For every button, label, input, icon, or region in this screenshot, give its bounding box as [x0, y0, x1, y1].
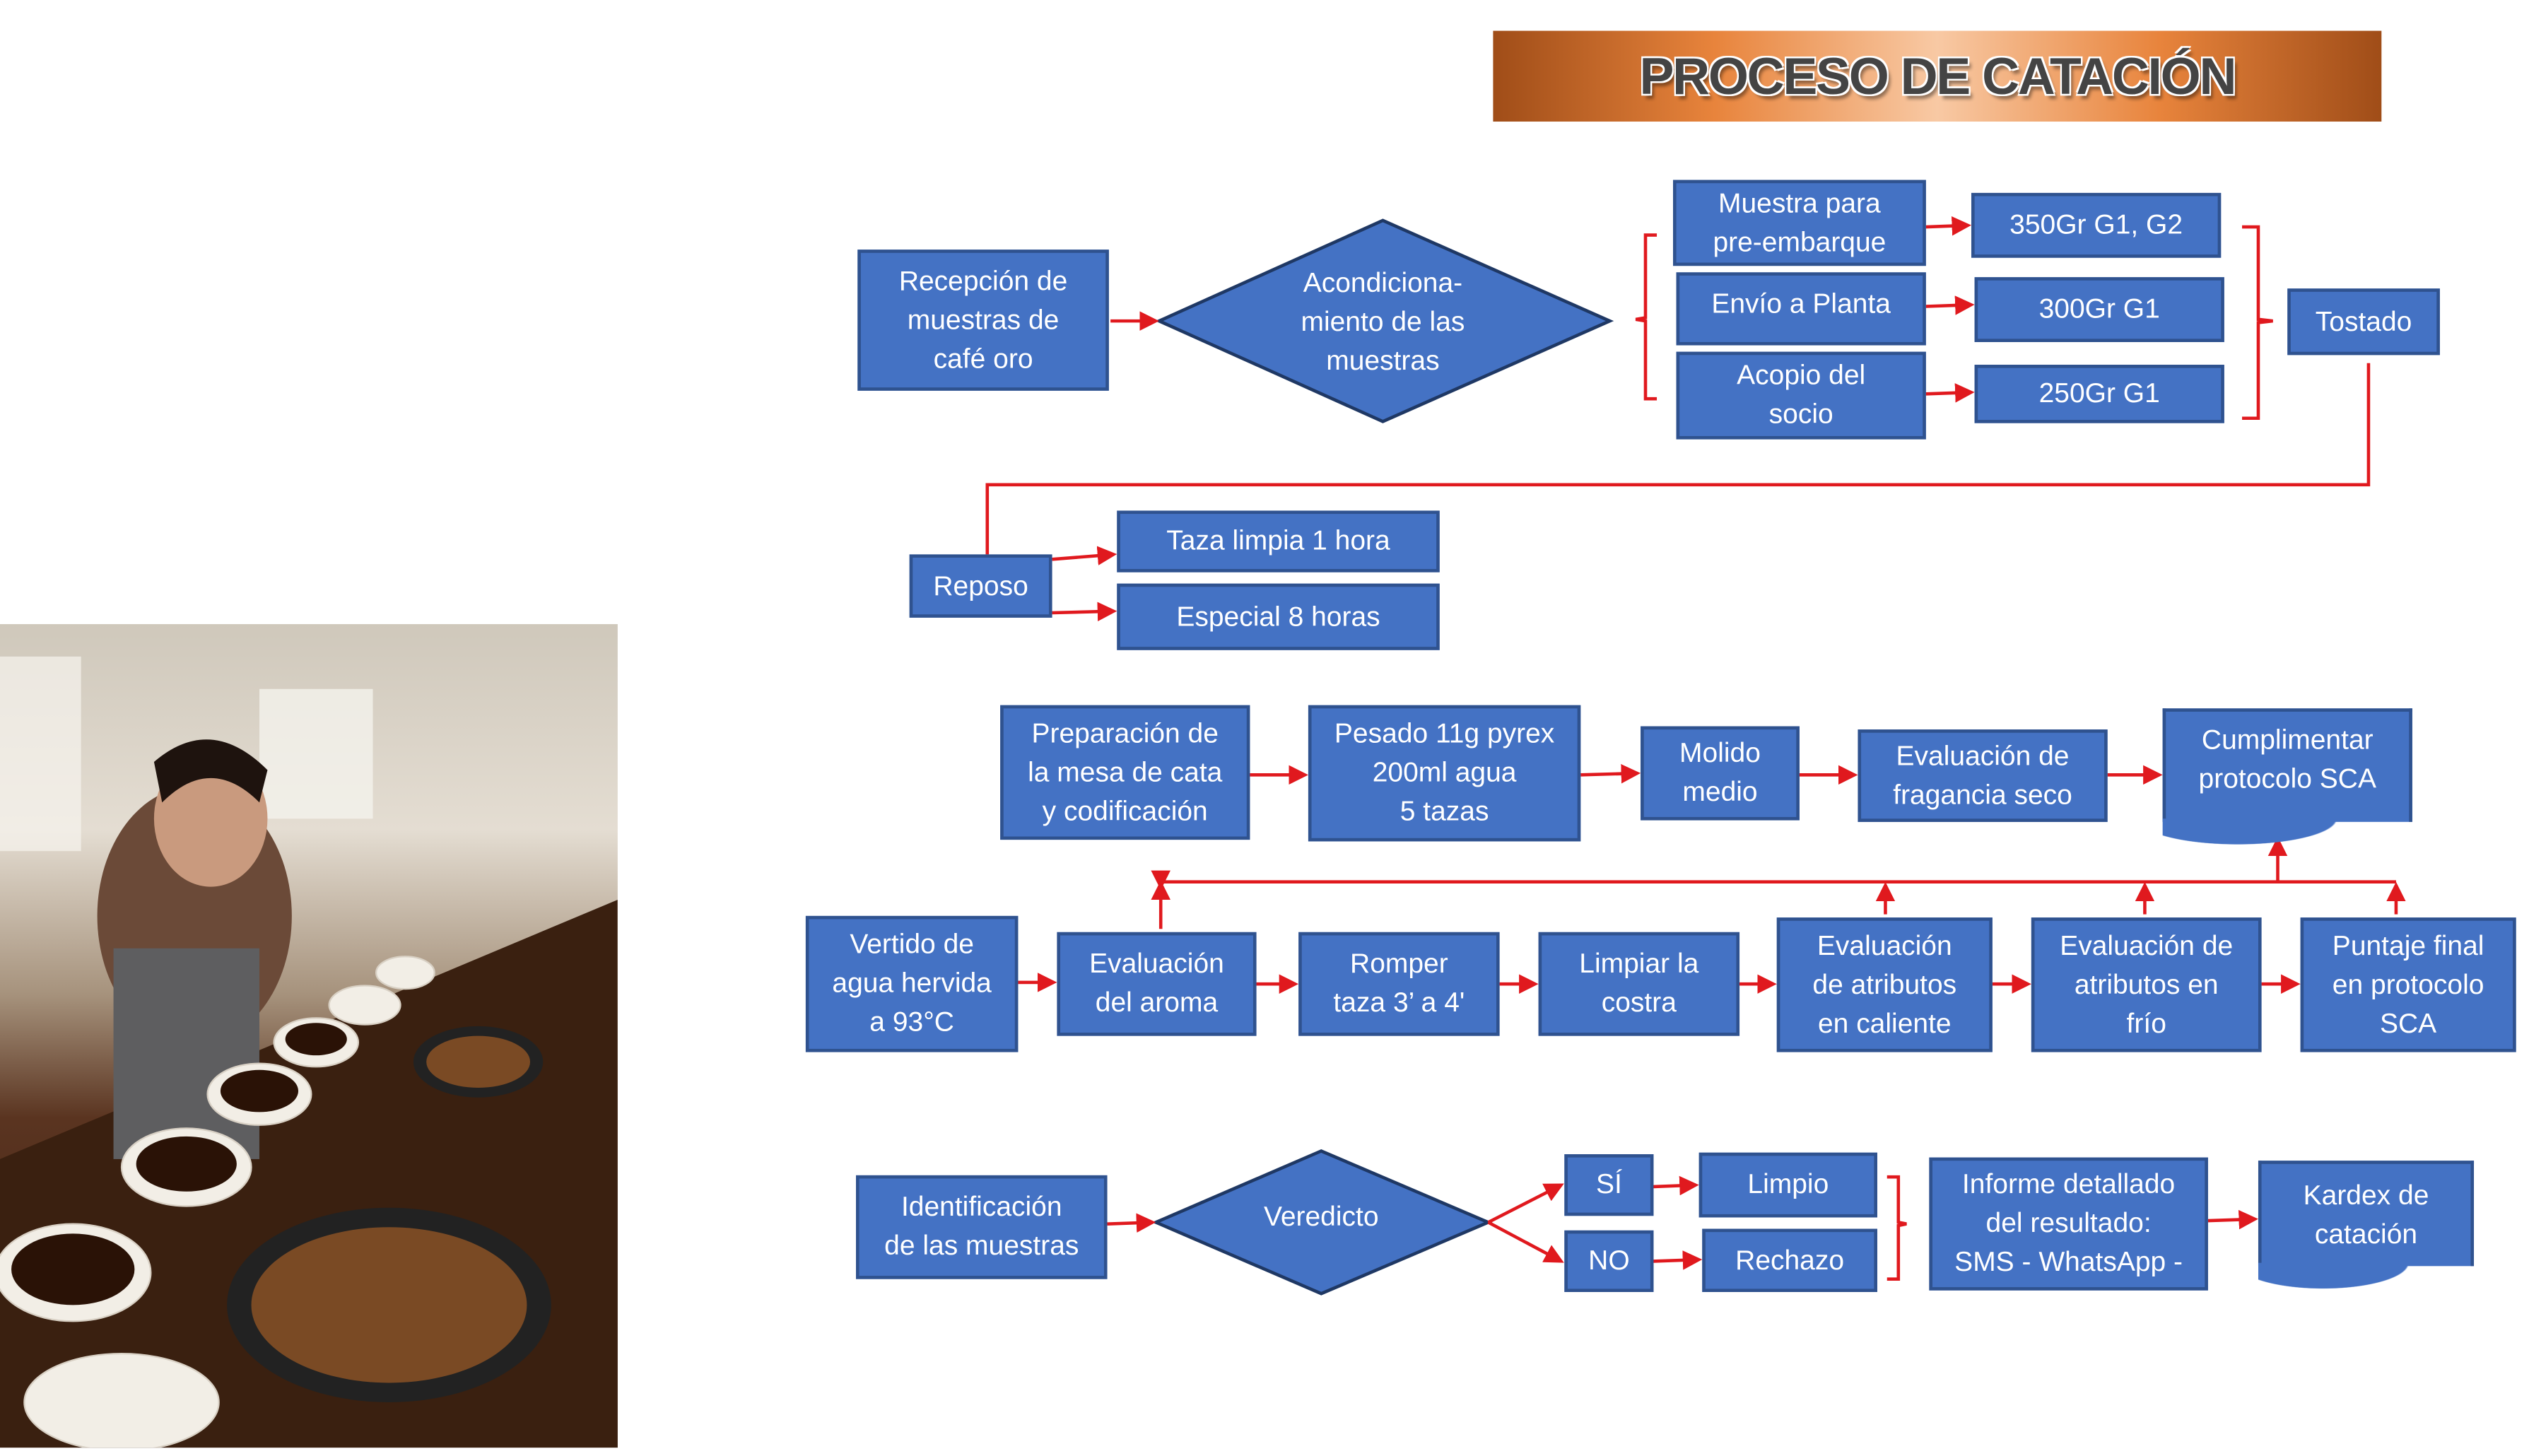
molido-box: Molido medio [1641, 726, 1800, 821]
reposo-box: Reposo [909, 554, 1052, 618]
cumplimentar-document: Cumplimentar protocolo SCA [2162, 708, 2412, 845]
identificacion-box: Identificación de las muestras [856, 1175, 1108, 1279]
limpiar-box: Limpiar la costra [1538, 932, 1740, 1036]
tostado-box: Tostado [2287, 288, 2440, 356]
acondicionamiento-diamond [1155, 218, 1614, 423]
muestra-preembarque-box: Muestra para pre-embarque [1672, 180, 1926, 266]
especial-box: Especial 8 horas [1117, 583, 1440, 650]
limpio-box: Limpio [1698, 1152, 1877, 1218]
fragancia-box: Evaluación de fragancia seco [1858, 729, 2108, 822]
puntaje-box: Puntaje final en protocolo SCA [2300, 917, 2516, 1052]
aroma-box: Evaluación del aroma [1057, 932, 1257, 1036]
page-title: PROCESO DE CATACIÓN [1493, 30, 2382, 122]
kardex-document: Kardex de catación [2258, 1161, 2475, 1289]
acondicionamiento-label: Acondiciona- miento de las muestras [1301, 267, 1465, 377]
envio-planta-box: Envío a Planta [1676, 272, 1926, 346]
pesado-box: Pesado 11g pyrex 200ml agua 5 tazas [1308, 705, 1581, 842]
no-box: NO [1564, 1230, 1654, 1292]
si-box: SÍ [1564, 1154, 1654, 1216]
preparacion-box: Preparación de la mesa de cata y codific… [1000, 705, 1250, 840]
frio-box: Evaluación de atributos en frío [2031, 917, 2262, 1052]
informe-box: Informe detallado del resultado: SMS - W… [1929, 1157, 2208, 1291]
250gr-box: 250Gr G1 [1974, 365, 2224, 423]
300gr-box: 300Gr G1 [1974, 277, 2224, 342]
recepcion-box: Recepción de muestras de café oro [857, 249, 1109, 391]
veredicto-label: Veredicto [1263, 1201, 1379, 1233]
romper-box: Romper taza 3’ a 4' [1298, 932, 1500, 1036]
photo-illustration [0, 656, 618, 1448]
vertido-box: Vertido de agua hervida a 93°C [805, 915, 1019, 1052]
rechazo-box: Rechazo [1702, 1228, 1877, 1292]
acopio-socio-box: Acopio del socio [1676, 351, 1926, 440]
caliente-box: Evaluación de atributos en caliente [1776, 917, 1993, 1052]
taza-limpia-box: Taza limpia 1 hora [1117, 510, 1440, 573]
coffee-cupping-photo [0, 624, 618, 1448]
350gr-box: 350Gr G1, G2 [1971, 192, 2222, 258]
